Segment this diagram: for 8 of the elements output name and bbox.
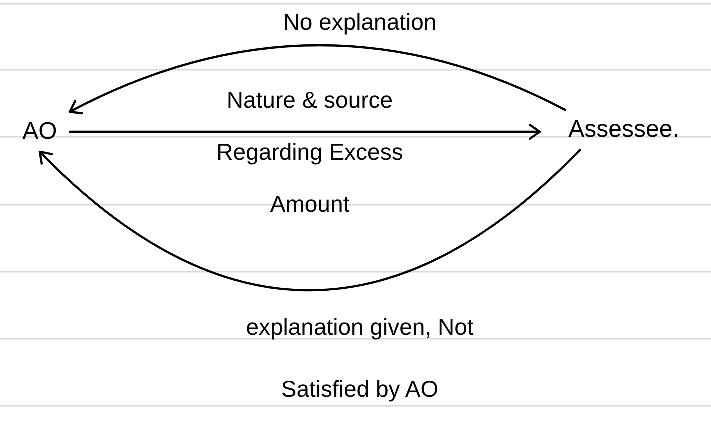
arrow [38, 148, 582, 292]
edge-label: Nature & source Regarding Excess Amount [216, 87, 404, 217]
node-label: Assessee. [568, 118, 680, 142]
arrow [68, 124, 542, 140]
arrow [68, 44, 566, 115]
node-label: AO [22, 120, 58, 144]
edge-label: explanation given, Not Satisfied by AO [246, 314, 474, 402]
edge-label: No explanation [283, 9, 437, 35]
